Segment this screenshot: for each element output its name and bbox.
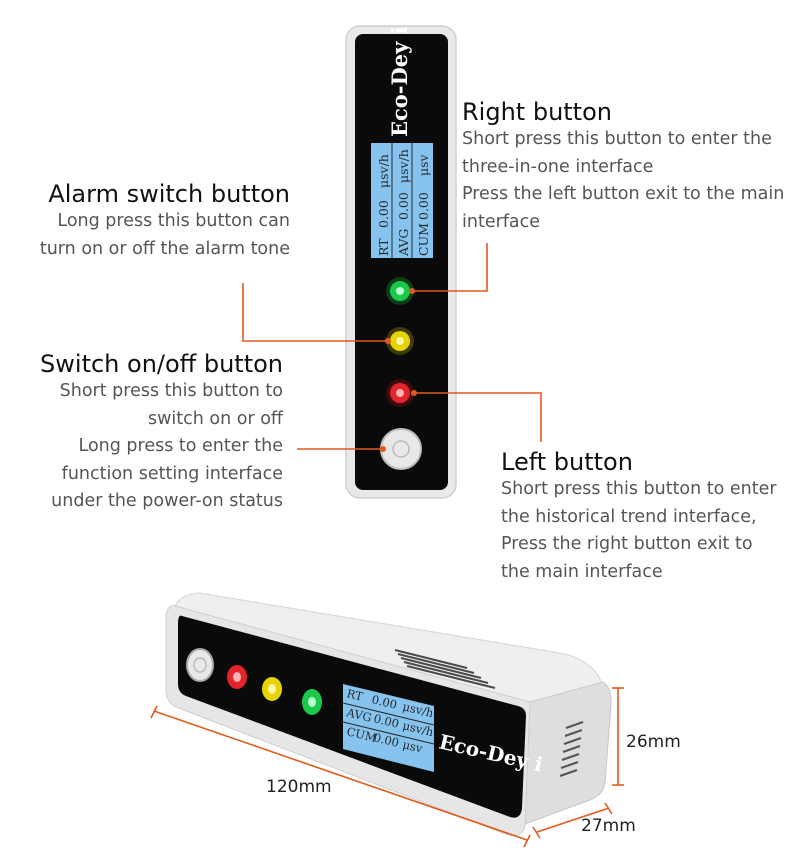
left-button-description: Short press this button to enter the his… <box>501 479 777 582</box>
svg-text:0.00: 0.00 <box>370 692 398 712</box>
lcd-screen <box>371 143 433 258</box>
alarm-button-title: Alarm switch button <box>48 180 290 208</box>
callout-lines <box>242 243 542 450</box>
screen-row-avg-unit: μsv/h <box>396 149 411 183</box>
side-vents <box>559 721 584 777</box>
led-red-side[interactable] <box>227 665 247 689</box>
right-button-green[interactable] <box>386 277 414 305</box>
power-button[interactable] <box>380 428 422 470</box>
screen-row-rt-value: 0.00 <box>376 200 391 228</box>
depth-label: 27mm <box>581 816 636 836</box>
length-label: 120mm <box>266 777 332 797</box>
switch-button-title: Switch on/off button <box>40 350 283 378</box>
screen-row-cum-value: 0.00 <box>416 192 431 220</box>
screen-row-avg-label: AVG <box>396 229 411 257</box>
alarm-button-description: Long press this button can turn on or of… <box>39 211 290 259</box>
screen-row-avg-value: 0.00 <box>396 192 411 220</box>
svg-text:RT: RT <box>345 686 364 703</box>
right-button-leader <box>412 243 488 292</box>
right-button-callout: Right button Short press this button to … <box>462 98 784 236</box>
height-label: 26mm <box>626 732 681 752</box>
power-button-side[interactable] <box>186 648 214 682</box>
svg-text:0.00: 0.00 <box>372 711 400 731</box>
left-button-title: Left button <box>501 448 633 476</box>
svg-text:μsv: μsv <box>401 737 424 755</box>
top-vents <box>394 649 496 689</box>
led-green-side[interactable] <box>302 689 322 715</box>
switch-button-description: Short press this button to switch on or … <box>51 381 283 511</box>
alarm-button-leader <box>242 283 388 342</box>
led-yellow-side[interactable] <box>262 677 282 701</box>
screen-row-rt-unit: μsv/h <box>376 154 391 188</box>
lcd-screen-side <box>343 684 434 772</box>
left-button-red[interactable] <box>386 379 414 407</box>
device-right-end <box>524 681 612 825</box>
left-button-callout: Left button Short press this button to e… <box>501 448 777 586</box>
svg-text:AVG: AVG <box>344 705 373 725</box>
svg-text:0.00: 0.00 <box>372 730 400 750</box>
right-button-title: Right button <box>462 98 612 126</box>
svg-text:CUM: CUM <box>345 724 378 745</box>
alarm-button-callout: Alarm switch button Long press this butt… <box>40 180 290 263</box>
left-button-leader <box>414 392 542 442</box>
screen-row-cum-unit: μsv <box>416 153 431 176</box>
switch-button-callout: Switch on/off button Short press this bu… <box>40 350 283 516</box>
alarm-button-yellow[interactable] <box>386 327 414 355</box>
screen-row-rt-label: RT <box>376 238 391 256</box>
brand-logo: Eco-Dey i <box>387 26 412 137</box>
device-top-surface <box>174 592 603 705</box>
screen-row-cum-label: CUM <box>416 223 431 256</box>
right-button-description: Short press this button to enter the thr… <box>462 129 785 232</box>
dimension-lines <box>150 687 624 848</box>
